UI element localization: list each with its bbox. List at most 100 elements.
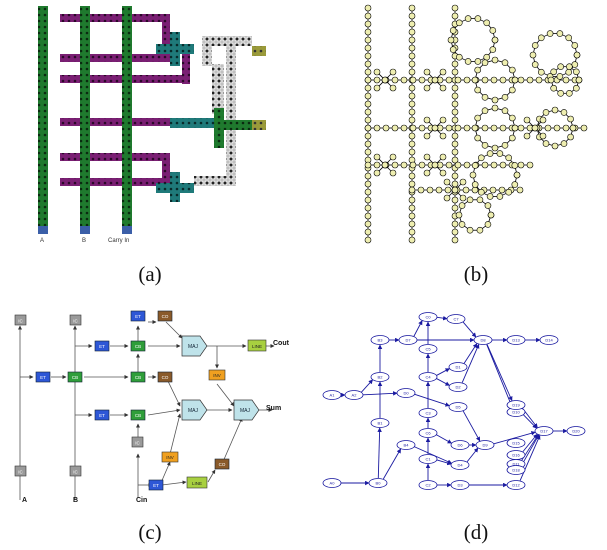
graph-b-node (418, 161, 426, 169)
graph-b-node (481, 161, 489, 169)
graph-b-node (471, 76, 479, 84)
graph-b-node (435, 186, 443, 194)
graph-b-node (408, 186, 416, 194)
graph-b-node (459, 178, 467, 186)
graph-b-node (573, 68, 580, 76)
graph-b-node (451, 204, 459, 212)
graph-d-edge (493, 431, 536, 445)
graph-d-node-label: B4 (404, 443, 410, 448)
graph-b-node (451, 100, 459, 108)
graph-b-node (490, 76, 498, 84)
panel-a-qca-layout: A B Carry In (38, 6, 266, 244)
ic-nodes: IC IC IC IC IC (14, 314, 144, 477)
graph-b-node (408, 180, 416, 188)
graph-b-node (513, 171, 521, 179)
graph-b-node (451, 116, 459, 124)
graph-b-node (517, 76, 525, 84)
svg-text:MAJ: MAJ (188, 344, 199, 350)
graph-b-node (565, 68, 573, 76)
graph-b-node (471, 181, 479, 188)
graph-b-node (481, 124, 489, 132)
caption-c: (c) (138, 520, 162, 544)
graph-b-node (373, 124, 381, 132)
graph-b-node (408, 92, 416, 100)
graph-d-node-label: D18 (512, 468, 520, 473)
graph-d-node-label: C5 (425, 347, 431, 352)
graph-b-node (484, 221, 492, 228)
graph-b-node (364, 4, 372, 12)
graph-d-edge (377, 427, 382, 479)
graph-b-node (364, 212, 372, 220)
graph-b-node (529, 51, 537, 59)
graph-b-node (451, 12, 459, 20)
graph-b-node (471, 186, 479, 194)
graph-b-node (408, 140, 416, 148)
graph-b-node (463, 76, 471, 84)
graph-d-node-label: D8 (480, 338, 486, 343)
graph-b-node (539, 132, 547, 140)
graph-d-node-label: D16 (512, 453, 520, 458)
graph-b-node (537, 34, 545, 42)
graph-b-node (463, 124, 471, 132)
graph-d-edge (436, 368, 450, 376)
caption-a: (a) (138, 262, 162, 286)
graph-b-node (443, 194, 451, 202)
graph-b-node (451, 156, 459, 164)
graph-b-node (408, 228, 416, 236)
graph-b-nodes (364, 4, 588, 244)
graph-b-node (426, 186, 434, 194)
graph-b-node (496, 193, 504, 200)
graph-d-node-label: D9 (482, 443, 488, 448)
svg-text:IC: IC (18, 470, 23, 475)
graph-d-node-label: D12 (512, 483, 520, 488)
graph-b-node (499, 161, 507, 169)
graph-b-node (573, 51, 581, 59)
graph-b-node (491, 104, 499, 112)
graph-d-node-label: D11 (512, 462, 520, 467)
svg-text:IC: IC (73, 319, 78, 324)
graph-b-node (523, 116, 531, 124)
graph-b-node (474, 58, 482, 65)
graph-b-node (477, 154, 485, 162)
graph-b-node (451, 140, 459, 148)
graph-b-node (544, 124, 552, 132)
graph-d-edge (436, 378, 450, 386)
graph-d-node-label: D14 (545, 338, 553, 343)
graph-d-node-label: C2 (425, 483, 431, 488)
graph-d-edge (414, 393, 450, 407)
graph-b-node (389, 169, 397, 177)
graph-b-node (439, 68, 447, 76)
graph-b-node (364, 68, 372, 76)
graph-b-node (511, 181, 519, 188)
graph-b-node (423, 132, 431, 140)
graph-b-node (408, 196, 416, 204)
graph-b-node (486, 193, 494, 200)
graph-b-node (409, 76, 417, 84)
svg-text:INV: INV (166, 455, 174, 460)
graph-b-node (408, 220, 416, 228)
graph-d-node-d9: D9 (475, 440, 495, 450)
graph-d-edge (520, 434, 540, 467)
graph-d-node-label: C3 (425, 411, 431, 416)
graph-d-node-b0: B0 (368, 478, 388, 488)
graph-b-node (445, 124, 453, 132)
graph-d-node-label: B0 (376, 481, 382, 486)
graph-b-node (556, 73, 564, 80)
graph-d-node-label: B2 (378, 375, 384, 380)
graph-b-node (557, 90, 564, 97)
graph-b-node (486, 150, 494, 157)
graph-b-node (491, 36, 499, 44)
graph-b-node (451, 4, 459, 12)
buffer-cells (194, 36, 252, 186)
graph-d-node-label: C4 (425, 375, 431, 380)
graph-b-node (364, 28, 372, 36)
graph-b-node (466, 226, 474, 234)
panel-b-cell-graph (364, 4, 588, 244)
graph-b-node (451, 186, 459, 194)
graph-b-node (408, 68, 416, 76)
graph-d-edge (463, 343, 478, 364)
svg-text:LINE: LINE (252, 344, 262, 349)
graph-d-node-label: D5 (455, 405, 461, 410)
svg-text:LINE: LINE (192, 481, 202, 486)
graph-b-node (445, 76, 453, 84)
